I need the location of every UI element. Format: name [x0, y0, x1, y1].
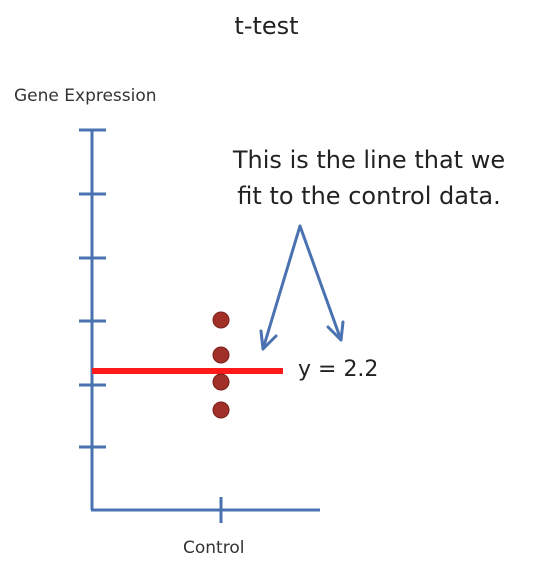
control-data-point	[212, 401, 230, 419]
annotation-line-2: fit to the control data.	[237, 182, 501, 210]
annotation-text: This is the line that we fit to the cont…	[214, 142, 524, 214]
arrow-to-label-head	[326, 320, 345, 342]
control-data-point	[212, 311, 230, 329]
arrow-to-label-shaft	[298, 224, 343, 342]
arrow-to-fit-line-head	[259, 329, 278, 351]
slide-title: t-test	[234, 12, 299, 40]
control-data-point	[212, 373, 230, 391]
fit-line-label: y = 2.2	[298, 357, 379, 382]
x-axis-label: Control	[183, 538, 245, 558]
arrow-to-fit-line-shaft	[261, 224, 302, 351]
y-axis-label: Gene Expression	[14, 86, 157, 106]
annotation-arrows	[259, 224, 345, 351]
annotation-line-1: This is the line that we	[232, 146, 506, 174]
control-data-point	[212, 346, 230, 364]
